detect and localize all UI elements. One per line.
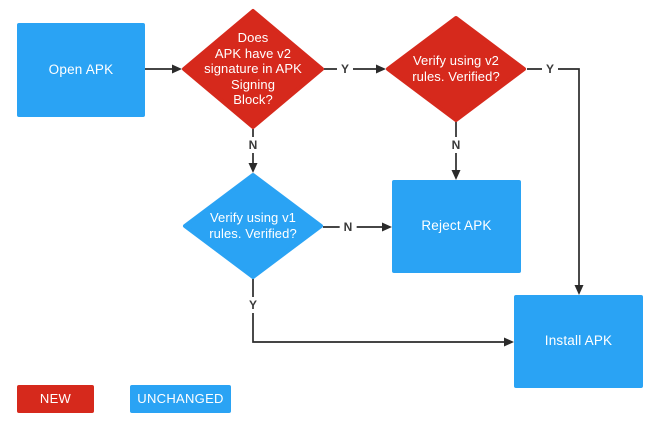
- edge-label-verifyv1-yes: Y: [244, 297, 262, 313]
- arrow-verifyv2-yes-to-install: [527, 68, 584, 295]
- legend-new-swatch: [17, 385, 94, 413]
- edge-label-verifyv1-no: N: [339, 219, 357, 235]
- reject-apk-box: [392, 180, 521, 273]
- arrow-verifyv1-yes-to-install: [252, 279, 514, 347]
- edge-label-v2check-yes: Y: [336, 61, 354, 77]
- edge-label-verifyv2-no: N: [447, 137, 465, 153]
- verify-v1-decision-diamond: [183, 173, 323, 279]
- edge-label-v2check-no: N: [244, 137, 262, 153]
- verify-v2-decision-diamond: [386, 16, 526, 122]
- legend-unchanged-swatch: [130, 385, 231, 413]
- install-apk-box: [514, 295, 643, 388]
- open-apk-box: [17, 23, 145, 117]
- v2-signature-decision-diamond: [182, 9, 324, 129]
- edge-label-verifyv2-yes: Y: [541, 61, 559, 77]
